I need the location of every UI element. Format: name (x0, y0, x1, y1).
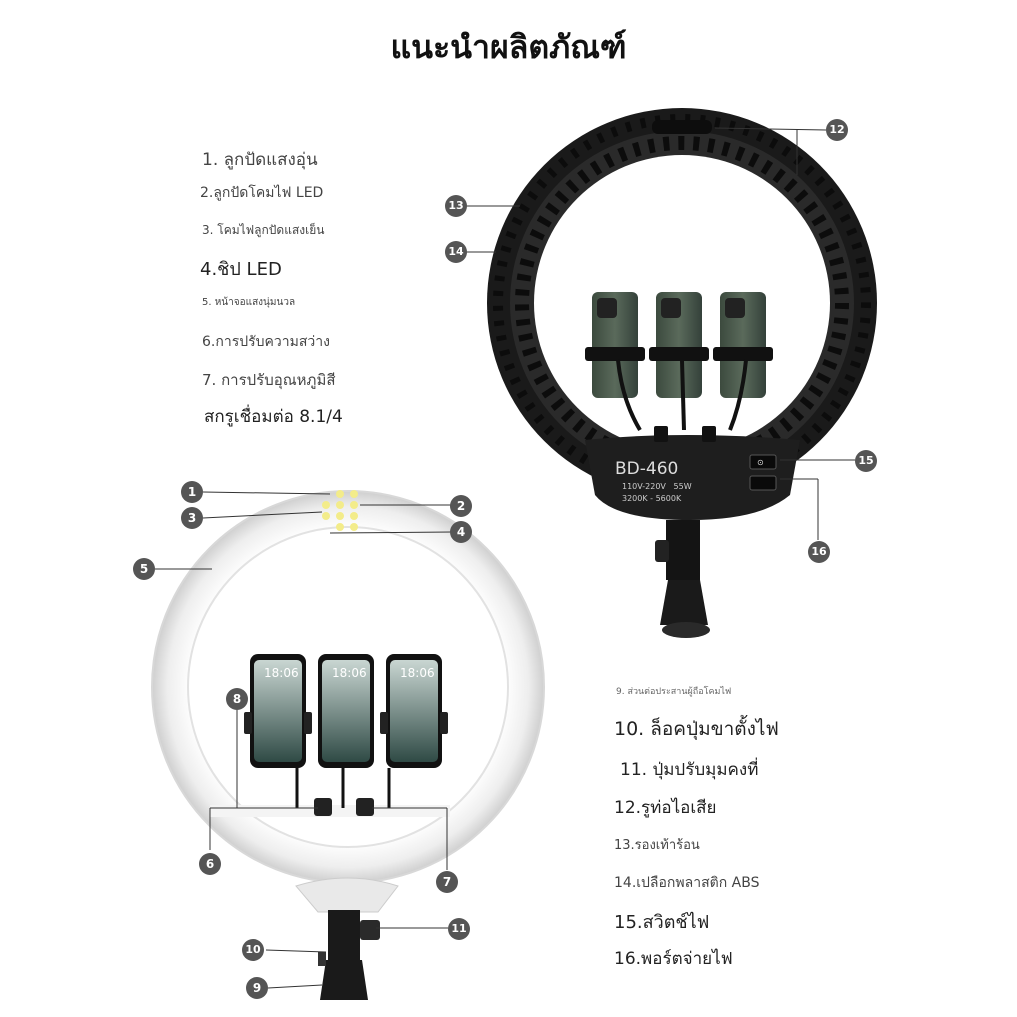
callout-13: 13 (445, 195, 467, 217)
model-label: BD-460 (615, 459, 679, 479)
callout-8: 8 (226, 688, 248, 710)
feature-12: 12.รูท่อไอเสีย (614, 798, 717, 818)
callout-11: 11 (448, 918, 470, 940)
feature-8: สกรูเชื่อมต่อ 8.1/4 (204, 407, 343, 427)
feature-9: 9. ส่วนต่อประสานผู้ถือโคมไฟ (616, 687, 732, 697)
page-title: แนะนำผลิตภัณฑ์ (390, 28, 627, 66)
feature-14: 14.เปลือกพลาสติก ABS (614, 875, 760, 891)
feature-6: 6.การปรับความสว่าง (202, 334, 330, 350)
phone-clock: 18:06 (400, 666, 435, 680)
callout-16: 16 (808, 541, 830, 563)
feature-4: 4.ชิป LED (200, 259, 282, 280)
callout-6: 6 (199, 853, 221, 875)
callout-12: 12 (826, 119, 848, 141)
callout-10: 10 (242, 939, 264, 961)
power-switch-icon: ⊙ (757, 458, 764, 467)
callout-15: 15 (855, 450, 877, 472)
feature-15: 15.สวิตช์ไฟ (614, 912, 710, 933)
power-spec: 110V-220V 55W (622, 482, 692, 491)
feature-2: 2.ลูกปัดโคมไฟ LED (200, 185, 324, 201)
feature-10: 10. ล็อคปุ่มขาตั้งไฟ (614, 718, 779, 740)
callout-14: 14 (445, 241, 467, 263)
feature-7: 7. การปรับอุณหภูมิสี (202, 371, 336, 389)
callout-3: 3 (181, 507, 203, 529)
feature-1: 1. ลูกปัดแสงอุ่น (202, 150, 318, 170)
callout-1: 1 (181, 481, 203, 503)
callout-9: 9 (246, 977, 268, 999)
feature-11: 11. ปุ่มปรับมุมคงที่ (620, 760, 759, 780)
feature-13: 13.รองเท้าร้อน (614, 838, 700, 853)
callout-2: 2 (450, 495, 472, 517)
back-ring-light (487, 108, 877, 638)
front-ring-light (151, 490, 545, 1000)
callout-5: 5 (133, 558, 155, 580)
callout-7: 7 (436, 871, 458, 893)
feature-3: 3. โคมไฟลูกปัดแสงเย็น (202, 223, 325, 237)
temp-spec: 3200K - 5600K (622, 494, 682, 503)
phone-clock: 18:06 (332, 666, 367, 680)
feature-5: 5. หน้าจอแสงนุ่มนวล (202, 297, 296, 308)
callout-4: 4 (450, 521, 472, 543)
phone-clock: 18:06 (264, 666, 299, 680)
feature-16: 16.พอร์ตจ่ายไฟ (614, 949, 733, 969)
